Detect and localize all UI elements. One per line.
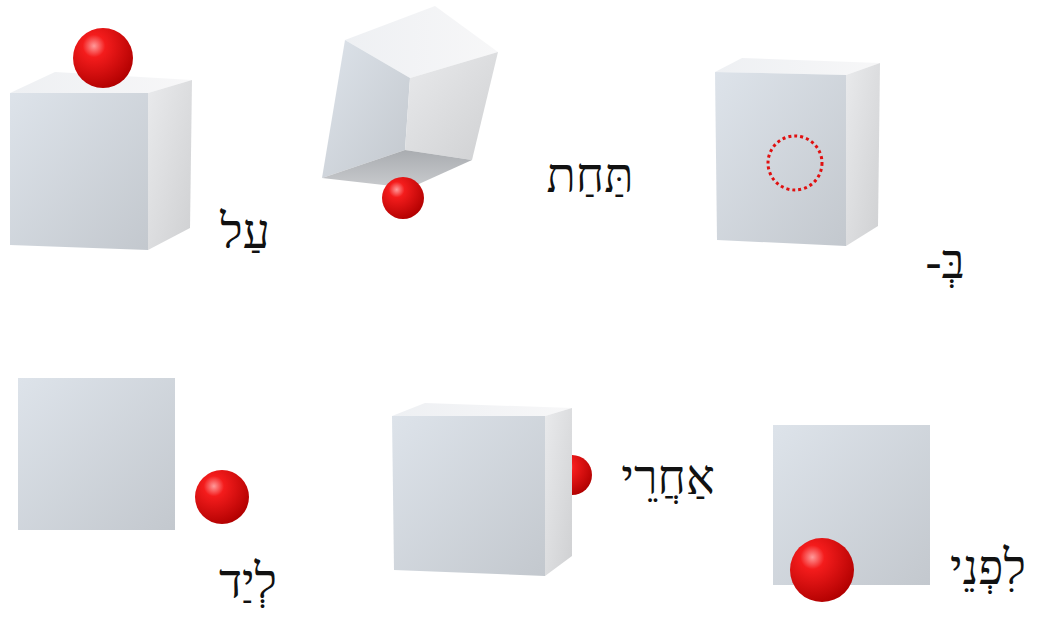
cube-top-face: [392, 403, 572, 416]
cube-under: [322, 6, 498, 219]
cube-front-face: [392, 416, 545, 576]
cube-side-face: [545, 408, 572, 576]
preposition-label: בְּ-: [925, 233, 964, 291]
square-face: [18, 378, 175, 530]
cube-behind: [392, 403, 592, 576]
cube-side-face: [846, 63, 880, 246]
red-ball: [73, 28, 133, 88]
preposition-label: תַּחַת: [547, 147, 634, 205]
red-ball: [195, 470, 249, 524]
red-ball: [790, 538, 854, 602]
preposition-label: אַחֲרֵי: [621, 449, 714, 507]
red-ball: [382, 177, 424, 219]
preposition-label: לְיַד: [219, 553, 277, 611]
cube-side-face: [405, 52, 498, 160]
cube-front-face: [10, 93, 148, 250]
square-beside: [18, 378, 249, 530]
square-front: [773, 425, 930, 602]
cube-on: [10, 28, 192, 250]
preposition-label: לִפְנֵי: [950, 539, 1026, 597]
hidden-ball-outline: [768, 136, 822, 190]
cube-in: [715, 58, 880, 246]
cube-front-face: [715, 72, 846, 246]
preposition-label: עַל: [220, 203, 270, 261]
cube-side-face: [148, 80, 192, 250]
